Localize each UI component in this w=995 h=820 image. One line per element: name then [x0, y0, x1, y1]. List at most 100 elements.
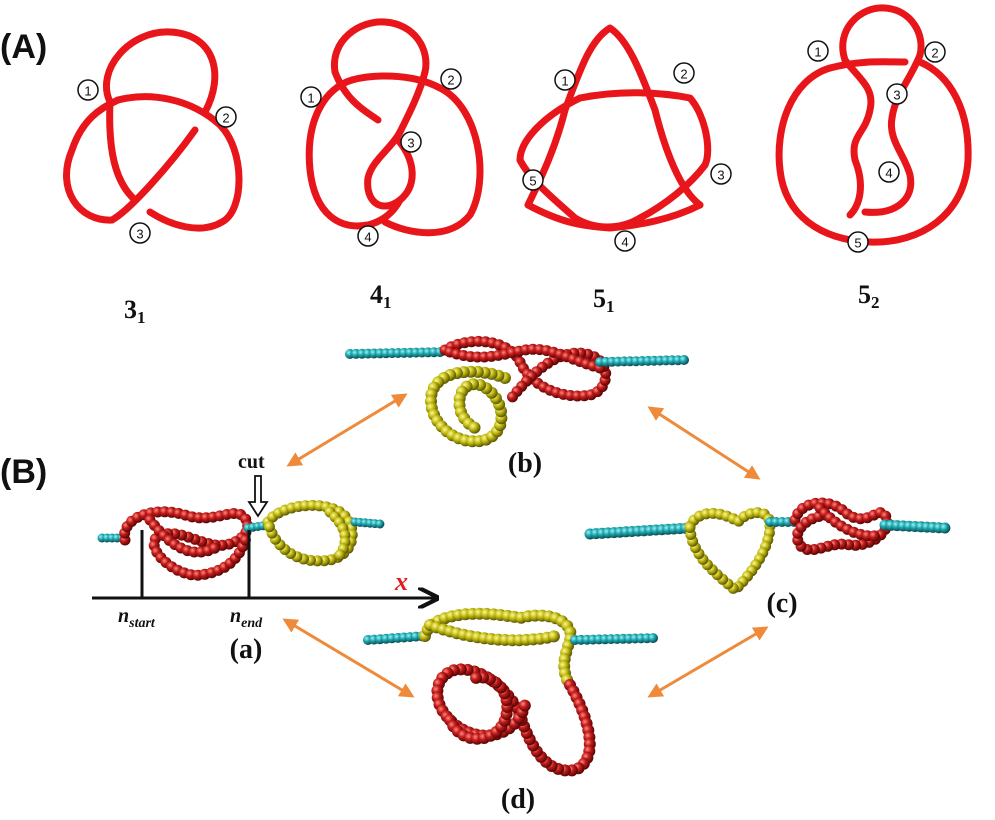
crossing-number-marker: 2	[924, 41, 946, 63]
crossing-number-marker: 2	[673, 62, 695, 84]
transition-arrows	[282, 393, 769, 698]
bead	[518, 699, 531, 712]
marker-circle	[400, 131, 422, 153]
n-start-sub: start	[128, 616, 156, 631]
arrow-a-d	[282, 618, 415, 698]
bead	[470, 671, 483, 684]
knot-5-1-name-sub: 1	[606, 297, 615, 316]
marker-number: 2	[931, 46, 938, 61]
crossing-number-marker: 3	[886, 83, 908, 105]
bead	[507, 391, 518, 403]
config-b-tail-right	[595, 355, 689, 367]
knot-4-1-name-sub: 1	[383, 293, 392, 312]
config-c-tail-right	[879, 519, 951, 534]
knot-5-2-diagram	[775, 4, 972, 246]
marker-circle	[886, 83, 908, 105]
bead	[334, 549, 346, 561]
marker-number: 2	[680, 67, 687, 82]
knot-diagrams	[63, 4, 972, 246]
config-d-yellow-strand	[424, 619, 560, 647]
marker-number: 4	[364, 230, 371, 245]
knot-5-1-name-main: 5	[593, 284, 606, 313]
marker-number: 2	[447, 73, 454, 88]
marker-circle	[673, 62, 695, 84]
config-c-red-strand	[814, 502, 880, 542]
marker-circle	[878, 161, 900, 183]
marker-circle	[614, 230, 636, 252]
config-d-red-knot	[431, 663, 596, 777]
bead	[375, 519, 385, 529]
config-d-tail-left	[363, 631, 427, 645]
marker-number: 3	[136, 227, 143, 242]
config-a-tail-right	[350, 517, 385, 529]
crossing-number-marker: 1	[300, 86, 322, 108]
n-start-main: n	[118, 605, 129, 627]
bead	[468, 421, 481, 434]
caption-d: (d)	[501, 784, 535, 815]
crossing-number-marker: 3	[129, 222, 151, 244]
knot-4-1-diagram	[305, 18, 484, 237]
config-d-tail-right	[570, 633, 658, 645]
knot-5-2-name: 52	[858, 280, 880, 312]
knot-3-1-name: 31	[124, 295, 146, 327]
crossing-number-marker: 1	[77, 79, 99, 101]
config-b-red-knot	[439, 335, 612, 403]
marker-circle	[554, 69, 576, 91]
config-b-red-strand	[444, 343, 606, 374]
bead	[868, 530, 880, 542]
crossing-number-marker: 1	[807, 40, 829, 62]
marker-number: 2	[222, 111, 229, 126]
marker-number: 3	[717, 168, 724, 183]
marker-number: 1	[561, 74, 568, 89]
bead-configurations	[97, 335, 951, 777]
x-axis-label: x	[394, 567, 408, 596]
knot-5-1-diagram	[516, 24, 712, 232]
x-axis	[92, 530, 435, 598]
n-end-sub: end	[241, 616, 263, 631]
crossing-number-marker: 3	[400, 131, 422, 153]
n-start-label: nstart	[118, 605, 156, 631]
crossing-number-marker: 3	[710, 163, 732, 185]
marker-circle	[129, 222, 151, 244]
marker-number: 5	[529, 174, 536, 189]
marker-circle	[924, 41, 946, 63]
crossing-number-marker: 4	[614, 230, 636, 252]
knot-5-1-name: 51	[593, 284, 615, 316]
crossing-number-marker: 4	[357, 225, 379, 247]
bead	[547, 630, 560, 643]
caption-b: (b)	[508, 448, 542, 479]
cut-label: cut	[238, 451, 265, 473]
config-a-yellow-strand	[324, 506, 351, 561]
crossing-number-marker: 2	[440, 68, 462, 90]
config-c-tail-left	[584, 522, 692, 540]
config-d-red-strand	[444, 671, 514, 745]
panel-b-label: (B)	[0, 453, 47, 491]
bead	[684, 522, 696, 533]
marker-circle	[847, 231, 869, 253]
cut-arrow-icon	[247, 475, 269, 518]
marker-number: 1	[814, 45, 821, 60]
n-end-main: n	[230, 605, 241, 627]
crossing-number-marker: 5	[847, 231, 869, 253]
marker-number: 5	[854, 236, 861, 251]
caption-c: (c)	[766, 588, 797, 619]
arrow-a-b	[286, 393, 408, 467]
marker-circle	[300, 86, 322, 108]
config-a-red-strand	[144, 514, 221, 558]
caption-a: (a)	[230, 634, 263, 665]
marker-number: 3	[407, 136, 414, 151]
crossing-number-marker: 1	[554, 69, 576, 91]
arrow-b-c	[647, 406, 761, 480]
knot-3-1-name-main: 3	[124, 295, 137, 324]
marker-circle	[215, 106, 237, 128]
bead	[648, 633, 658, 644]
bead	[209, 542, 221, 554]
marker-circle	[710, 163, 732, 185]
knot-3-1-name-sub: 1	[137, 308, 146, 327]
marker-number: 3	[893, 88, 900, 103]
n-end-label: nend	[230, 605, 263, 631]
crossing-number-marker: 5	[522, 169, 544, 191]
marker-number: 4	[621, 235, 628, 250]
